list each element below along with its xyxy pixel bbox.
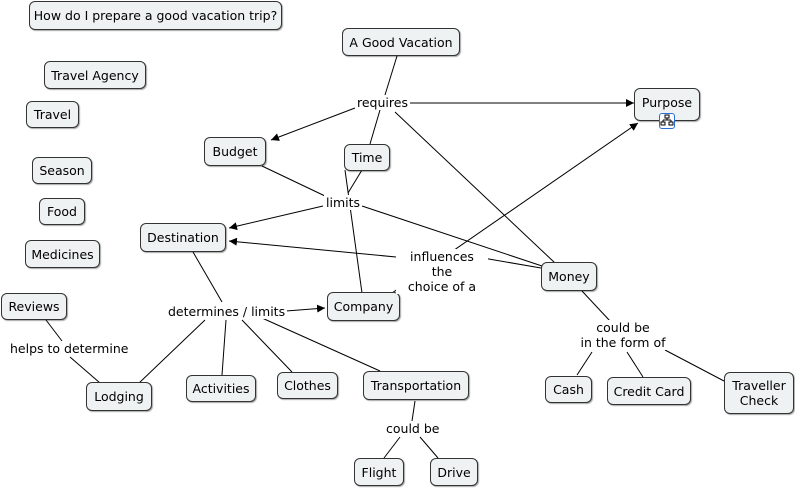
link-label-could-be-money: could be in the form of xyxy=(575,320,671,350)
concept-map-link-icon[interactable] xyxy=(659,113,675,129)
concept-purpose[interactable]: Purpose xyxy=(634,88,700,121)
link-determines-transportation xyxy=(261,317,381,372)
link-label-limits: limits xyxy=(324,195,363,210)
focus-question[interactable]: How do I prepare a good vacation trip? xyxy=(29,1,282,30)
concept-travel[interactable]: Travel xyxy=(26,101,79,128)
concept-activities[interactable]: Activities xyxy=(186,375,256,402)
concept-time[interactable]: Time xyxy=(344,144,390,171)
concept-medicines[interactable]: Medicines xyxy=(25,240,100,268)
hierarchy-icon xyxy=(660,114,674,126)
concept-destination[interactable]: Destination xyxy=(140,223,226,252)
link-money-influences xyxy=(482,257,542,269)
link-label-requires: requires xyxy=(355,95,410,110)
link-limits-money xyxy=(361,205,543,267)
concept-budget[interactable]: Budget xyxy=(204,137,266,166)
concept-flight[interactable]: Flight xyxy=(354,458,404,486)
link-couldbe-cash xyxy=(576,351,593,376)
concept-food[interactable]: Food xyxy=(39,198,85,225)
link-label-helps-to-determine: helps to determine xyxy=(8,341,131,356)
link-requires-time xyxy=(369,109,381,145)
link-determines-activities xyxy=(221,319,227,376)
concept-traveller-check[interactable]: Traveller Check xyxy=(724,372,794,414)
link-couldbe-drive xyxy=(419,436,439,459)
link-label-determines-limits: determines / limits xyxy=(166,304,288,319)
concept-company[interactable]: Company xyxy=(327,292,400,321)
link-label-could-be-transport: could be xyxy=(384,421,442,436)
link-money-couldbe xyxy=(581,290,611,322)
concept-a-good-vacation[interactable]: A Good Vacation xyxy=(342,28,460,56)
concept-lodging[interactable]: Lodging xyxy=(86,382,152,411)
link-destination-determines xyxy=(192,251,223,303)
concept-money[interactable]: Money xyxy=(541,262,597,291)
link-couldbe-traveller xyxy=(664,349,725,382)
link-time-limits xyxy=(347,169,363,194)
link-limits-destination xyxy=(228,205,324,231)
link-couldbe-creditcard xyxy=(626,351,644,378)
link-label-influences: influences the choice of a xyxy=(396,249,488,294)
link-vacation-requires xyxy=(384,55,398,96)
concept-reviews[interactable]: Reviews xyxy=(1,293,67,320)
link-requires-budget xyxy=(270,107,356,141)
link-transport-couldbe xyxy=(411,400,416,422)
link-helps-lodging xyxy=(69,356,101,384)
link-determines-company xyxy=(285,304,326,313)
concept-transportation[interactable]: Transportation xyxy=(363,371,469,400)
link-budget-limits xyxy=(261,165,326,197)
concept-travel-agency[interactable]: Travel Agency xyxy=(44,61,146,89)
concept-season[interactable]: Season xyxy=(32,157,92,184)
link-determines-clothes xyxy=(241,319,293,373)
link-influences-destination xyxy=(228,237,397,258)
link-reviews-helps xyxy=(45,319,63,342)
concept-clothes[interactable]: Clothes xyxy=(277,372,338,399)
concept-drive[interactable]: Drive xyxy=(430,458,478,486)
link-couldbe-flight xyxy=(383,436,401,459)
link-determines-lodging xyxy=(137,319,206,385)
link-time-company xyxy=(344,169,363,294)
concept-cash[interactable]: Cash xyxy=(545,376,592,403)
link-requires-money xyxy=(394,111,556,264)
concept-credit-card[interactable]: Credit Card xyxy=(607,377,691,405)
